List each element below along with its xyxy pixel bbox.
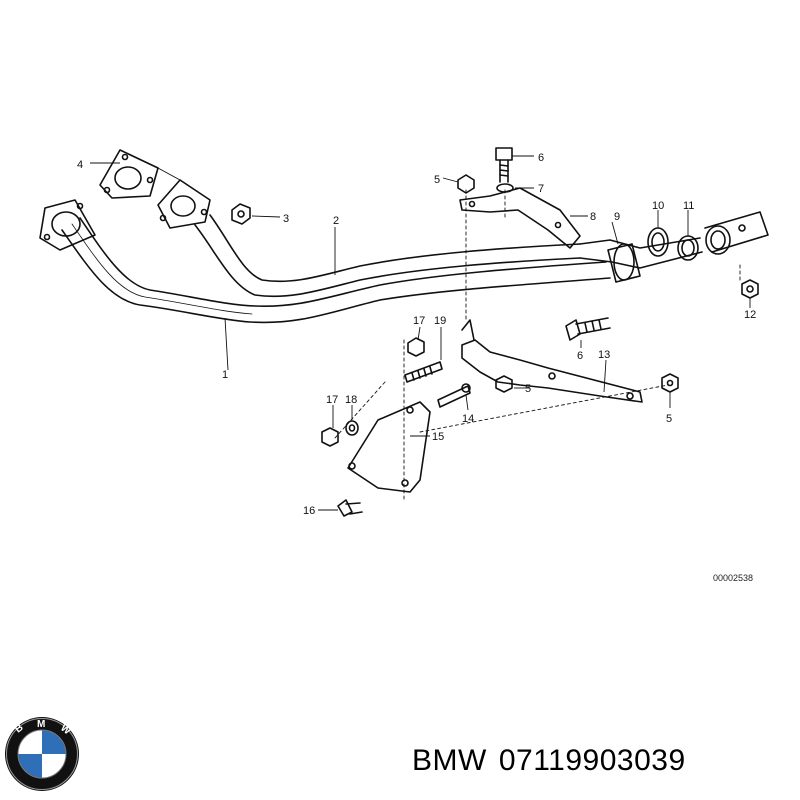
callout-8: 8: [590, 211, 596, 223]
callout-11: 11: [683, 200, 694, 212]
bolt-16: [337, 499, 363, 517]
bracket-8: [459, 187, 581, 249]
flange-front-right: [157, 179, 211, 229]
bmw-logo: B M W: [5, 717, 79, 791]
nut-5-top: [457, 174, 475, 194]
bolt-14: [437, 383, 471, 408]
svg-text:M: M: [37, 719, 45, 730]
front-pipe-1: [61, 217, 611, 324]
callout-3: 3: [283, 213, 289, 225]
callout-17-lower: 17: [326, 394, 338, 406]
part-number-caption: BMW 07119903039: [412, 744, 698, 778]
callout-16: 16: [303, 505, 315, 517]
nut-12: [741, 279, 759, 299]
nut-3: [231, 203, 251, 225]
callout-15: 15: [432, 431, 444, 443]
bolt-6-top: [495, 147, 513, 183]
nut-5-lower: [495, 375, 513, 393]
callout-5-right: 5: [666, 413, 672, 425]
callout-2: 2: [333, 215, 339, 227]
plate-15: [347, 401, 431, 493]
front-pipe-2: [194, 214, 581, 298]
bolt-6-lower: [565, 317, 611, 341]
rear-flange: [704, 211, 769, 255]
ring-10: [647, 227, 669, 257]
callout-6-lower: 6: [577, 350, 583, 362]
pipe-junction: [579, 237, 703, 283]
drawing-number: 00002538: [713, 573, 754, 583]
lower-bracket: [461, 319, 643, 403]
callout-12: 12: [744, 309, 756, 321]
assembly-guide-lines: [334, 189, 741, 501]
callout-labels: 1 2 3 4 5 5 5 6 6 7 8 9 10 11 12 13 14 1…: [77, 152, 756, 517]
callout-10: 10: [652, 200, 664, 212]
nut-5-right: [661, 373, 679, 393]
callout-17-upper: 17: [413, 315, 425, 327]
washer-18: [345, 420, 359, 436]
ring-11: [677, 235, 699, 261]
brand-name: BMW: [412, 744, 487, 777]
part-number: 07119903039: [498, 744, 686, 777]
callout-19: 19: [434, 315, 446, 327]
callout-7: 7: [538, 183, 544, 195]
callout-18: 18: [345, 394, 357, 406]
flange-front-left: [39, 199, 96, 251]
callout-5-mid: 5: [525, 383, 531, 395]
callout-13: 13: [598, 349, 610, 361]
callout-1: 1: [222, 369, 228, 381]
gasket-4: [99, 149, 159, 199]
clamp-ring-9: [613, 243, 635, 281]
stud-19: [404, 361, 443, 383]
callout-leaders: [90, 155, 751, 511]
nut-17-upper: [407, 337, 425, 357]
callout-14: 14: [462, 413, 474, 425]
callout-9: 9: [614, 211, 620, 223]
callout-4: 4: [77, 159, 83, 171]
nut-17-lower: [321, 427, 339, 447]
callout-5-top: 5: [434, 174, 440, 186]
callout-6-top: 6: [538, 152, 544, 164]
